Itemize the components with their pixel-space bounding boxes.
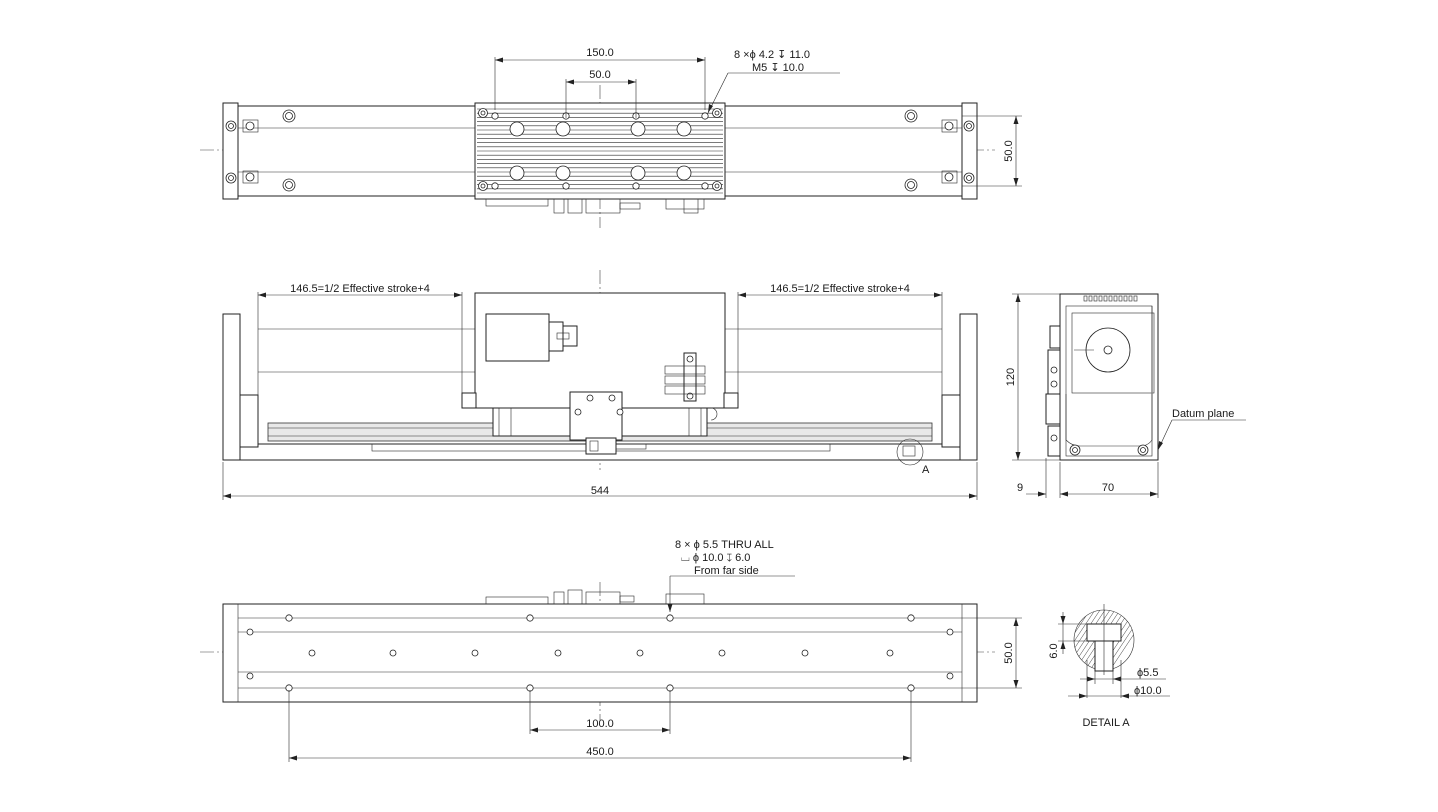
section-hatch bbox=[1074, 610, 1106, 670]
belt-tooth bbox=[1113, 295, 1118, 302]
datum-label: Datum plane bbox=[1172, 408, 1234, 420]
belt-tooth bbox=[1083, 295, 1088, 302]
section-hatch bbox=[1015, 610, 1055, 670]
bottom-dim-100: 100.0 bbox=[586, 718, 614, 730]
bearing-hole bbox=[555, 121, 571, 137]
section-hatch bbox=[1109, 610, 1134, 670]
detail-title: DETAIL A bbox=[1082, 717, 1130, 729]
bottom-note-line3: From far side bbox=[694, 565, 759, 577]
section-hatch bbox=[1074, 610, 1091, 670]
belt-tooth bbox=[1093, 295, 1098, 302]
mount-hole bbox=[632, 182, 640, 190]
center-hole bbox=[389, 649, 397, 657]
belt-tooth bbox=[1108, 295, 1113, 302]
hole-note-line2: M5 ↧ 10.0 bbox=[752, 62, 804, 74]
end-hole bbox=[946, 672, 954, 680]
center-hole bbox=[718, 649, 726, 657]
thru-hole bbox=[907, 614, 915, 622]
bearing-hole bbox=[676, 165, 692, 181]
bottom-note-line2: ⌴ ϕ 10.0 ↧ 6.0 bbox=[681, 552, 750, 564]
mount-hole bbox=[562, 182, 570, 190]
center-hole bbox=[308, 649, 316, 657]
detail-marker: A bbox=[922, 464, 930, 476]
mount-hole bbox=[701, 182, 709, 190]
corner-screw-core bbox=[480, 110, 486, 116]
thru-hole bbox=[666, 614, 674, 622]
end-hole bbox=[246, 628, 254, 636]
dim-50-vertical: 50.0 bbox=[1003, 140, 1015, 161]
belt-tooth bbox=[1088, 295, 1093, 302]
belt-tooth bbox=[1098, 295, 1103, 302]
bearing-hole bbox=[630, 165, 646, 181]
mount-hole bbox=[491, 112, 499, 120]
bottom-dim-450: 450.0 bbox=[586, 746, 614, 758]
section-hatch bbox=[1074, 610, 1086, 670]
side-height: 120 bbox=[1005, 368, 1017, 386]
stroke-left: 146.5=1/2 Effective stroke+4 bbox=[290, 283, 430, 295]
section-hatch bbox=[1074, 610, 1076, 670]
center-hole bbox=[636, 649, 644, 657]
corner-screw-core bbox=[714, 110, 720, 116]
belt-tooth bbox=[1123, 295, 1128, 302]
hole-note-line1: 8 ×ϕ 4.2 ↧ 11.0 bbox=[734, 49, 810, 61]
belt-tooth bbox=[1103, 295, 1108, 302]
side-width: 70 bbox=[1102, 482, 1114, 494]
side-offset: 9 bbox=[1017, 482, 1023, 494]
mount-hole bbox=[491, 182, 499, 190]
dim-50-horizontal: 50.0 bbox=[589, 69, 610, 81]
end-hole bbox=[246, 672, 254, 680]
center-hole bbox=[471, 649, 479, 657]
bearing-hole bbox=[509, 121, 525, 137]
end-hole bbox=[946, 628, 954, 636]
bearing-hole bbox=[630, 121, 646, 137]
section-hatch bbox=[1020, 610, 1060, 670]
belt-tooth bbox=[1118, 295, 1123, 302]
section-hatch bbox=[1074, 610, 1101, 670]
center-hole bbox=[801, 649, 809, 657]
corner-screw-core bbox=[714, 183, 720, 189]
belt-tooth bbox=[1128, 295, 1133, 302]
thru-hole bbox=[526, 614, 534, 622]
bottom-view: 8 × ϕ 5.5 THRU ALL ⌴ ϕ 10.0 ↧ 6.0 From f… bbox=[200, 539, 1022, 762]
center-hole bbox=[886, 649, 894, 657]
section-hatch bbox=[995, 610, 1035, 670]
bearing-hole bbox=[509, 165, 525, 181]
top-view: 150.0 50.0 8 ×ϕ 4.2 ↧ 11.0 M5 ↧ 10.0 50.… bbox=[200, 47, 1022, 228]
bottom-note-line1: 8 × ϕ 5.5 THRU ALL bbox=[675, 539, 774, 551]
thru-hole bbox=[285, 614, 293, 622]
mount-hole bbox=[701, 112, 709, 120]
side-view: Datum plane 120 9 70 bbox=[1005, 293, 1246, 498]
bearing-hole bbox=[555, 165, 571, 181]
overall-length: 544 bbox=[591, 485, 609, 497]
front-view: A 146.5=1/2 Effective stroke+4 146.5=1/2… bbox=[222, 270, 978, 500]
belt-tooth bbox=[1133, 295, 1138, 302]
stroke-right: 146.5=1/2 Effective stroke+4 bbox=[770, 283, 910, 295]
detail-large-dia: ϕ10.0 bbox=[1134, 685, 1162, 697]
detail-depth: 6.0 bbox=[1048, 643, 1060, 658]
detail-small-dia: ϕ5.5 bbox=[1137, 667, 1158, 679]
section-hatch bbox=[1074, 610, 1096, 670]
corner-screw-core bbox=[480, 183, 486, 189]
dim-150: 150.0 bbox=[586, 47, 614, 59]
detail-a: 6.0 ϕ5.5 ϕ10.0 DETAIL A bbox=[995, 604, 1170, 729]
bearing-hole bbox=[676, 121, 692, 137]
bottom-dim-width: 50.0 bbox=[1003, 642, 1015, 663]
section-hatch bbox=[1025, 610, 1065, 670]
center-hole bbox=[554, 649, 562, 657]
